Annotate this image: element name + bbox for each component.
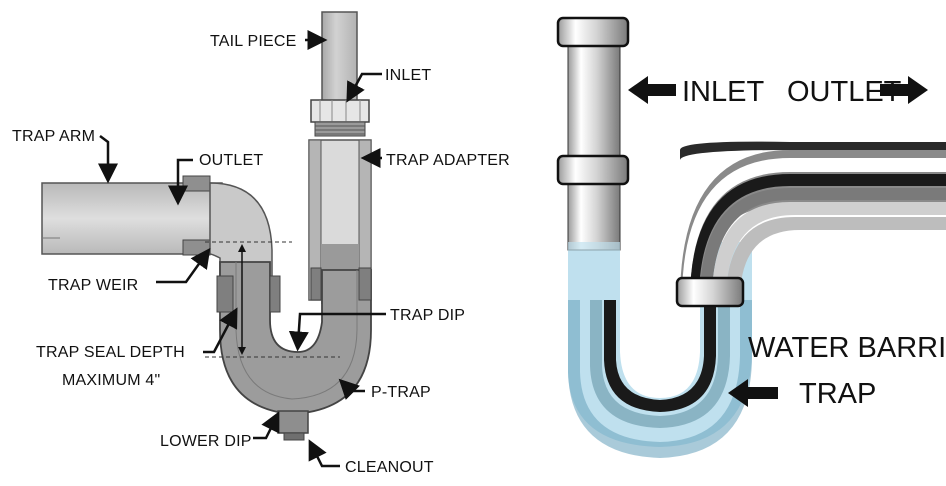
lower-collar xyxy=(675,276,745,308)
trap-bend xyxy=(209,182,273,286)
trap-arrow xyxy=(728,379,778,407)
label-cleanout: CLEANOUT xyxy=(345,459,434,476)
label-inlet-right: INLET xyxy=(682,76,764,108)
right-water-barrier-diagram: INLET OUTLET WATER BARRIER TRAP xyxy=(556,16,946,458)
inlet-chrome-pipe xyxy=(567,39,621,251)
label-trap-weir: TRAP WEIR xyxy=(48,277,138,294)
label-trap-seal-depth: TRAP SEAL DEPTH xyxy=(36,344,185,361)
left-p-trap-diagram: TAIL PIECE INLET TRAP ARM OUTLET TRAP AD… xyxy=(12,11,510,476)
label-p-trap: P-TRAP xyxy=(371,384,431,401)
inlet-arrow xyxy=(628,76,676,104)
label-tail-piece: TAIL PIECE xyxy=(210,33,296,50)
label-trap-right: TRAP xyxy=(799,378,876,410)
label-water-barrier: WATER BARRIER xyxy=(748,332,946,364)
outlet-arrow xyxy=(880,76,928,104)
label-inlet: INLET xyxy=(385,67,431,84)
label-trap-arm: TRAP ARM xyxy=(12,128,95,145)
label-trap-dip: TRAP DIP xyxy=(390,307,465,324)
label-outlet: OUTLET xyxy=(199,152,263,169)
leader-lines xyxy=(98,30,386,468)
label-lower-dip: LOWER DIP xyxy=(160,433,252,450)
top-collar xyxy=(556,16,630,48)
cleanout-plug xyxy=(277,410,309,434)
label-trap-adapter: TRAP ADAPTER xyxy=(386,152,510,169)
outlet-collar xyxy=(182,175,211,192)
middle-collar xyxy=(556,154,630,186)
label-maximum: MAXIMUM 4" xyxy=(62,372,160,389)
p-trap-bowl xyxy=(219,261,372,415)
